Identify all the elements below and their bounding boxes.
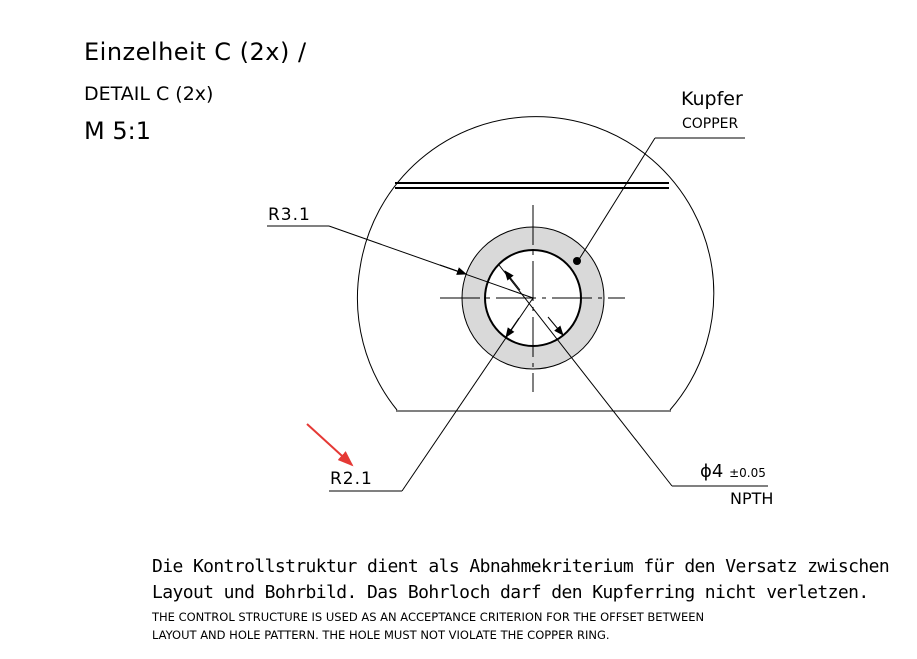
note-german-line-2: Layout und Bohrbild. Das Bohrloch darf d… bbox=[152, 582, 869, 603]
red-annotation-arrow bbox=[306, 423, 354, 467]
title-english: DETAIL C (2x) bbox=[84, 83, 214, 105]
kupfer-leader-line bbox=[577, 137, 656, 262]
material-label-german: Kupfer bbox=[681, 88, 743, 110]
detail-boundary-arc-top bbox=[359, 116, 713, 269]
note-english-line-1: THE CONTROL STRUCTURE IS USED AS AN ACCE… bbox=[152, 610, 705, 624]
inner-radius-label: R2.1 bbox=[330, 469, 373, 489]
detail-boundary-arc-bottom bbox=[356, 267, 715, 411]
diameter-arrow-1 bbox=[504, 270, 521, 291]
title-german: Einzelheit C (2x) / bbox=[84, 38, 307, 66]
r31-arrow bbox=[439, 264, 467, 275]
diameter-arrow-2 bbox=[547, 316, 564, 336]
diameter-label: ϕ4 ±0.05 bbox=[700, 461, 766, 482]
material-label-english: COPPER bbox=[682, 116, 739, 132]
scale-label: M 5:1 bbox=[84, 117, 151, 145]
r21-arrow bbox=[505, 317, 520, 338]
note-german-line-1: Die Kontrollstruktur dient als Abnahmekr… bbox=[152, 556, 890, 577]
diameter-value: ϕ4 bbox=[700, 461, 724, 482]
diameter-tolerance: ±0.05 bbox=[729, 466, 766, 480]
hole-type-label: NPTH bbox=[730, 489, 774, 508]
note-english-line-2: LAYOUT AND HOLE PATTERN. THE HOLE MUST N… bbox=[152, 628, 610, 642]
diameter-leader-line bbox=[498, 264, 673, 487]
outer-radius-label: R3.1 bbox=[268, 205, 311, 225]
r31-leader-line bbox=[328, 225, 534, 299]
